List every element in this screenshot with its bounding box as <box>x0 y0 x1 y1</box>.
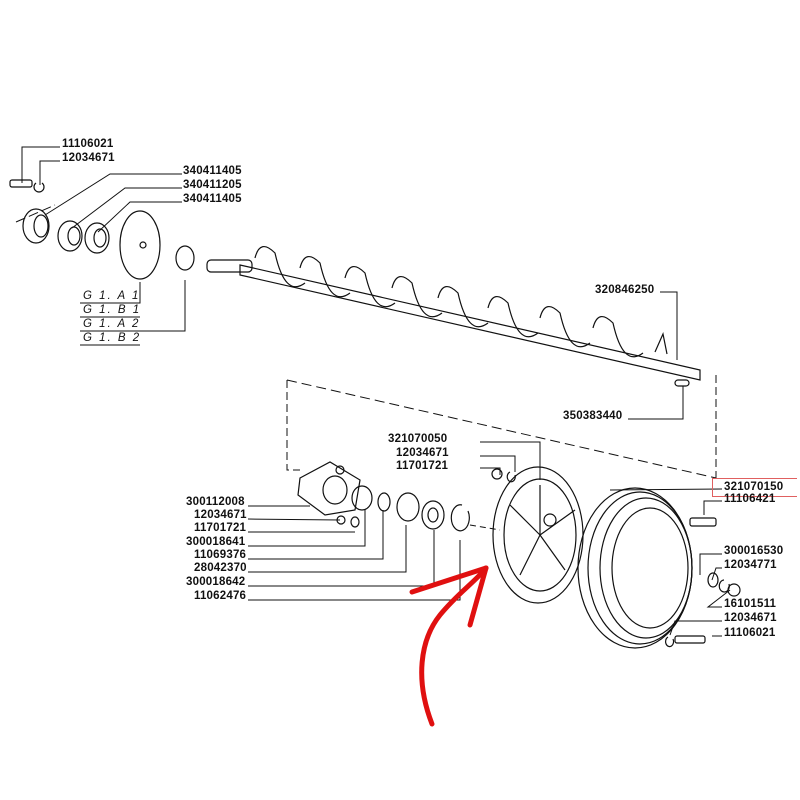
leader-lines <box>15 146 731 637</box>
part-label[interactable]: 12034671 <box>724 612 777 624</box>
group-label: G 1. B 2 <box>83 332 142 344</box>
part-label[interactable]: 320846250 <box>595 284 655 296</box>
part-label[interactable]: 11106021 <box>62 138 114 150</box>
part-label[interactable]: 11701721 <box>396 460 449 472</box>
group-label: G 1. A 1 <box>83 290 141 302</box>
part-label[interactable]: 350383440 <box>563 410 623 422</box>
part-label[interactable]: 300016530 <box>724 545 784 557</box>
bearing-parts <box>297 461 516 532</box>
part-label[interactable]: 16101511 <box>724 598 777 610</box>
part-label[interactable]: 340411405 <box>183 165 242 177</box>
part-label[interactable]: 28042370 <box>194 562 247 574</box>
part-label[interactable]: 300018641 <box>186 536 246 548</box>
part-label[interactable]: 11069376 <box>194 549 247 561</box>
hub-and-pulley <box>492 466 741 649</box>
part-label[interactable]: 11106421 <box>724 493 776 505</box>
part-label[interactable]: 340411205 <box>183 179 242 191</box>
part-label[interactable]: 11701721 <box>194 522 247 534</box>
drive-parts-top <box>9 179 253 280</box>
red-arrow <box>409 565 489 727</box>
part-label[interactable]: 11062476 <box>194 590 247 602</box>
part-label[interactable]: 12034771 <box>724 559 777 571</box>
part-label[interactable]: 12034671 <box>396 447 449 459</box>
auger-shaft <box>239 246 701 387</box>
highlight-box <box>712 478 797 497</box>
part-label[interactable]: 321070050 <box>388 433 448 445</box>
part-label-highlighted[interactable]: 321070150 <box>724 481 784 493</box>
part-label[interactable]: 11106021 <box>724 627 776 639</box>
part-label[interactable]: 300112008 <box>186 496 245 508</box>
part-label[interactable]: 340411405 <box>183 193 242 205</box>
part-label[interactable]: 12034671 <box>194 509 247 521</box>
part-label[interactable]: 12034671 <box>62 152 115 164</box>
part-label[interactable]: 300018642 <box>186 576 246 588</box>
group-label: G 1. A 2 <box>83 318 141 330</box>
group-label: G 1. B 1 <box>83 304 142 316</box>
